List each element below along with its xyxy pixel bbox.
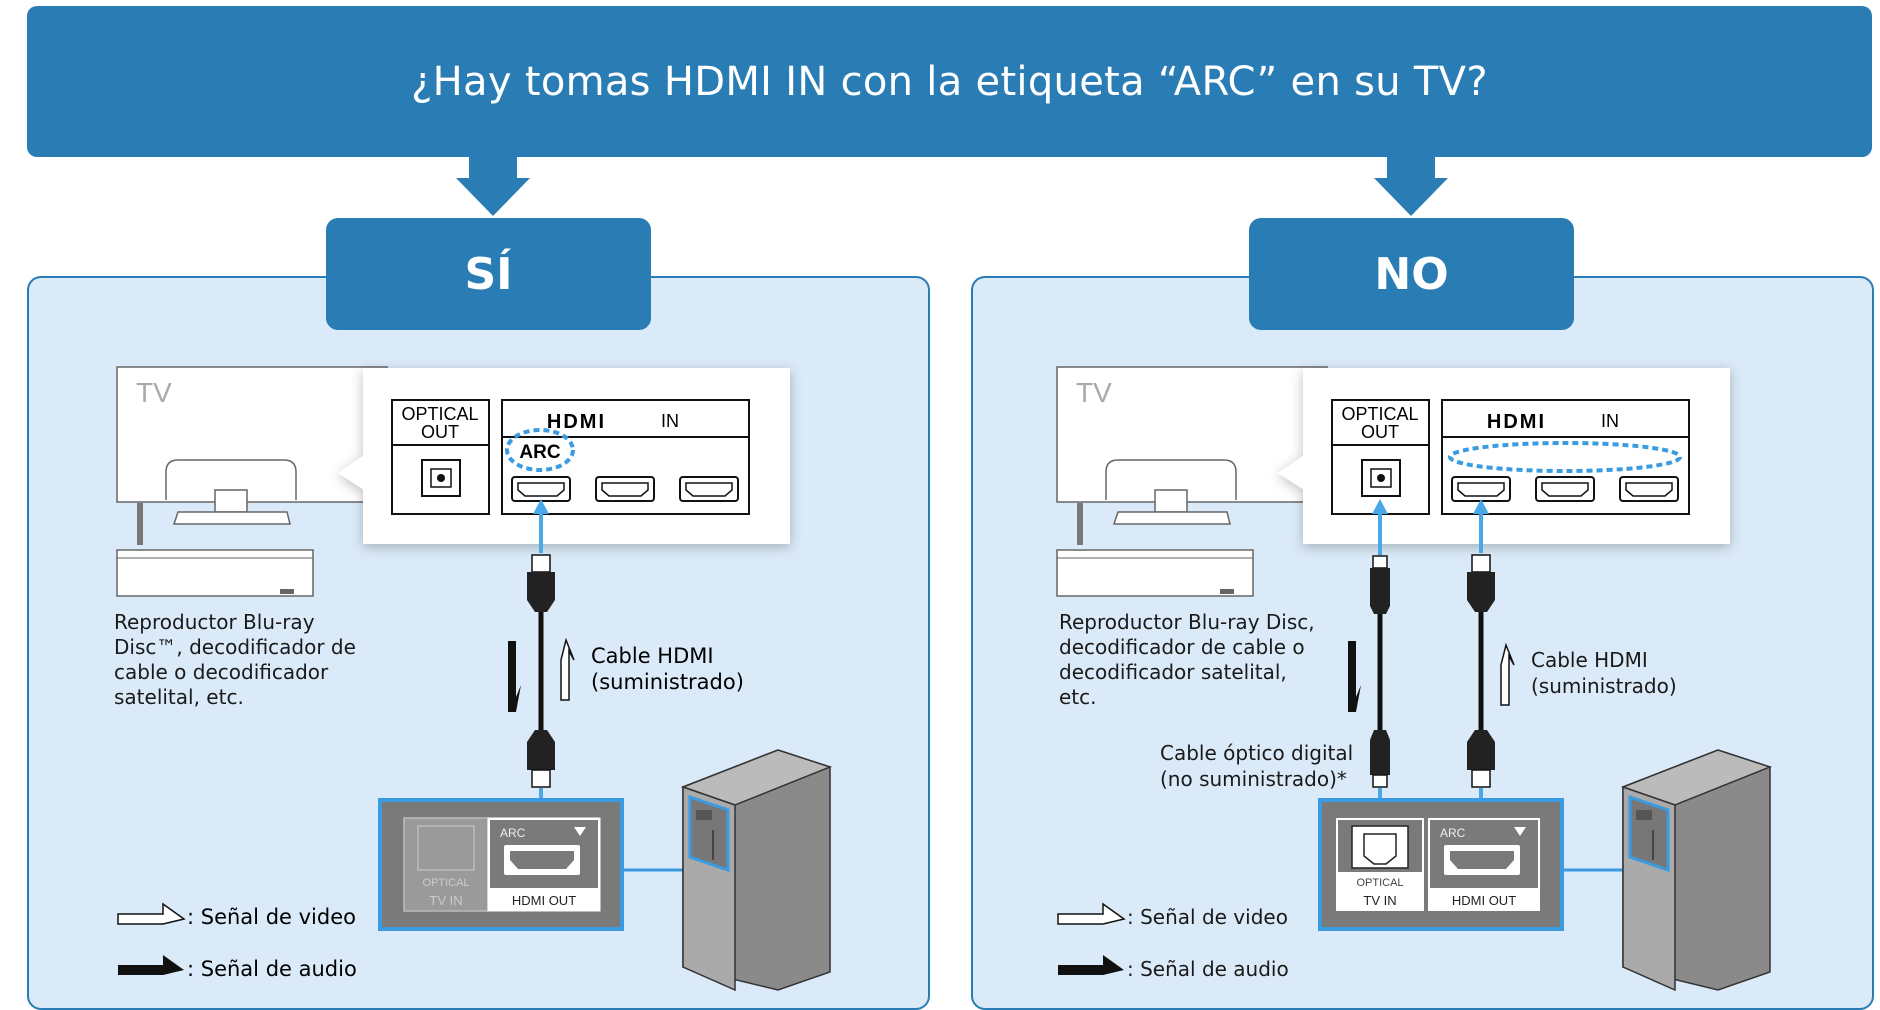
cable-label-line1: Cable HDMI [591,644,714,668]
hdmi-jack-icon [679,476,739,502]
hdmi-cable [527,554,555,788]
question-text: ¿Hay tomas HDMI IN con la etiqueta “ARC”… [411,58,1488,105]
audio-signal-arrow-icon [508,641,521,712]
banner-arrows [456,157,1448,216]
yes-tab: SÍ [326,218,651,330]
device-text-1: Reproductor Blu-ray [114,610,315,634]
soundbar-arc-label: ARC [500,826,526,840]
hdmi-jack-icon [1619,476,1679,502]
video-legend-arrow-icon [117,902,186,925]
legend-audio-text: : Señal de audio [1127,957,1289,981]
bluray-player-icon [1056,549,1254,597]
cable-label-line2: (suministrado) [1531,674,1677,698]
legend-audio-text: : Señal de audio [187,957,357,981]
device-text-3: decodificador satelital, [1059,660,1287,684]
video-signal-arrow-icon [560,637,575,701]
device-text-4: etc. [1059,685,1097,709]
optical-out-label-2: OUT [1361,422,1399,442]
optical-jack-icon [421,459,461,497]
video-signal-arrow-icon [1500,642,1515,706]
arrow-down-icon [456,157,530,216]
yes-diagram: TV OPTICAL OUT HDMI IN ARC Cable HDMI (s… [114,366,833,992]
hdmi-jack-icon [595,476,655,502]
device-text-2: Disc™, decodificador de [114,635,356,659]
device-text-1: Reproductor Blu-ray Disc, [1059,610,1315,634]
soundbar-hdmi-out-label: HDMI OUT [1452,893,1516,908]
soundbar-tv-in-label: TV IN [429,893,462,908]
hdmi-jack-icon [1535,476,1595,502]
hdmi-jack-icon [1451,476,1511,502]
tv-icon [116,366,388,545]
no-tab: NO [1249,218,1574,330]
arc-highlight [505,428,575,472]
bluray-player-icon [116,549,314,597]
optical-cable-label-line1: Cable óptico digital [1160,741,1353,765]
device-text-2: decodificador de cable o [1059,635,1305,659]
audio-legend-arrow-icon [1058,955,1124,975]
no-diagram: TV OPTICAL OUT HDMI IN [1056,366,1773,992]
hdmi-jack-icon [511,476,571,502]
cable-label-line2: (suministrado) [591,670,744,694]
optical-cable-label-line2: (no suministrado)* [1160,767,1347,791]
hdmi-logo: HDMI [547,411,606,433]
audio-legend-arrow-icon [118,955,184,975]
soundbar-optical-label: OPTICAL [1356,877,1403,889]
soundbar-unit-icon [1620,749,1773,992]
device-text-3: cable o decodificador [114,660,329,684]
question-banner: ¿Hay tomas HDMI IN con la etiqueta “ARC”… [27,6,1872,157]
hdmi-in-label: IN [1601,411,1619,431]
no-arc-highlight [1448,441,1682,473]
optical-out-label-2: OUT [421,422,459,442]
optical-cable [1370,555,1390,788]
soundbar-tv-in-label: TV IN [1363,893,1396,908]
hdmi-cable [1467,554,1495,788]
soundbar-optical-label: OPTICAL [422,877,469,889]
video-legend-arrow-icon [1057,902,1126,925]
legend-video-text: : Señal de video [1127,905,1288,929]
tv-label: TV [136,377,172,408]
device-text-4: satelital, etc. [114,685,244,709]
soundbar-unit-icon [680,749,833,992]
audio-signal-arrow-icon [1348,641,1361,712]
soundbar-arc-label: ARC [1440,826,1466,840]
tv-label: TV [1076,377,1112,408]
optical-out-label-1: OPTICAL [1341,404,1418,424]
hdmi-logo: HDMI [1487,411,1546,433]
arc-label: ARC [519,442,560,463]
optical-out-label-1: OPTICAL [401,404,478,424]
hdmi-in-label: IN [661,411,679,431]
soundbar-hdmi-out-label: HDMI OUT [512,893,576,908]
arrow-down-icon [1374,157,1448,216]
no-tab-label: NO [1374,248,1449,300]
cable-label-line1: Cable HDMI [1531,648,1648,672]
tv-icon [1056,366,1328,545]
yes-tab-label: SÍ [464,248,513,300]
legend-video-text: : Señal de video [187,905,356,929]
